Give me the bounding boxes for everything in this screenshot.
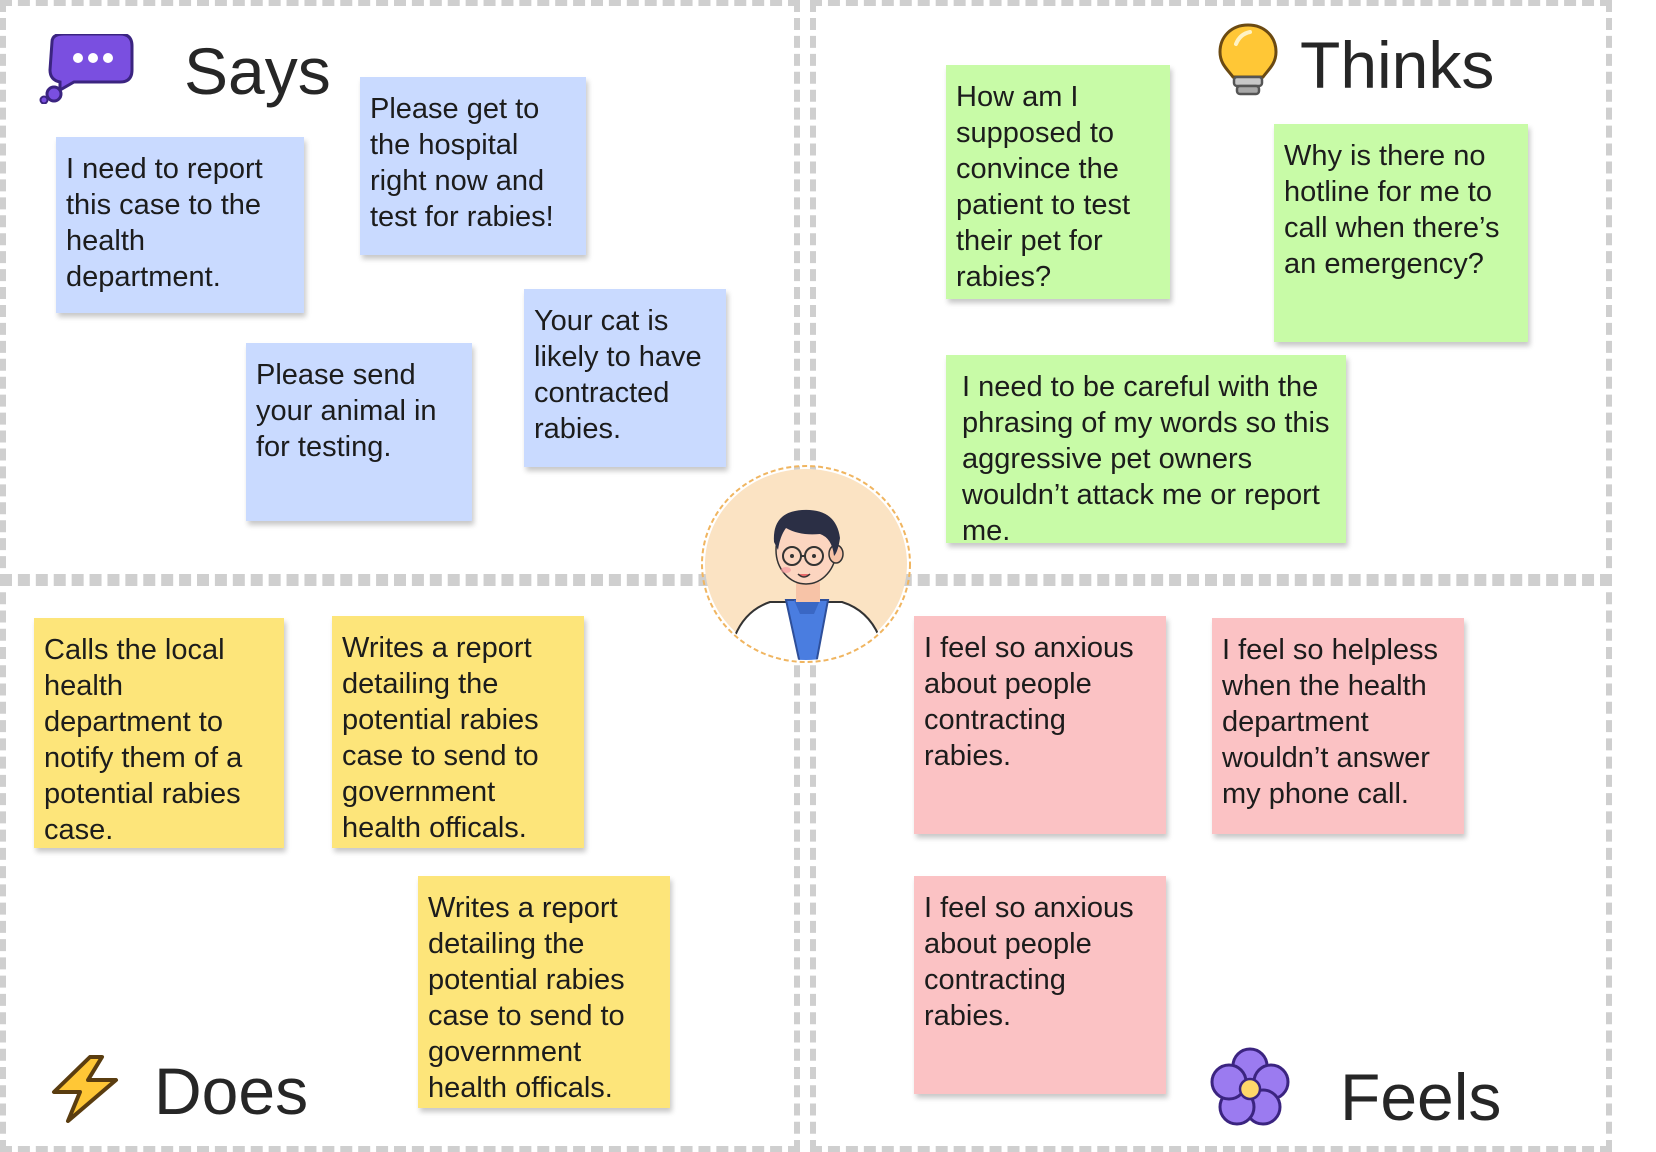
thinks-title: Thinks [1300,28,1495,102]
does-note-2[interactable]: Writes a report detailing the potential … [332,616,584,848]
feels-note-1[interactable]: I feel so anxious about people contracti… [914,616,1166,834]
does-title: Does [154,1054,309,1128]
feels-note-3[interactable]: I feel so anxious about people contracti… [914,876,1166,1094]
does-note-3[interactable]: Writes a report detailing the potential … [418,876,670,1108]
does-note-1[interactable]: Calls the local health department to not… [34,618,284,848]
feels-title: Feels [1340,1060,1502,1134]
thinks-note-1[interactable]: How am I supposed to convince the patien… [946,65,1170,299]
lightbulb-icon [1218,23,1278,96]
doctor-avatar-icon [701,465,911,663]
says-note-1[interactable]: I need to report this case to the health… [56,137,304,313]
feels-note-2[interactable]: I feel so helpless when the health depar… [1212,618,1464,834]
lightning-bolt-icon [52,1055,118,1123]
does-quadrant [0,574,800,1152]
thinks-note-2[interactable]: Why is there no hotline for me to call w… [1274,124,1528,342]
says-title: Says [184,34,331,108]
says-note-3[interactable]: Please send your animal in for testing. [246,343,472,521]
thinks-note-3[interactable]: I need to be careful with the phrasing o… [946,355,1346,547]
thinks-quadrant [810,0,1612,586]
says-note-4[interactable]: Your cat is likely to have contracted ra… [524,289,726,467]
says-quadrant [0,0,800,586]
speech-bubble-icon [39,34,134,104]
flower-icon [1210,1047,1290,1126]
feels-quadrant [810,574,1612,1152]
says-note-2[interactable]: Please get to the hospital right now and… [360,77,586,255]
